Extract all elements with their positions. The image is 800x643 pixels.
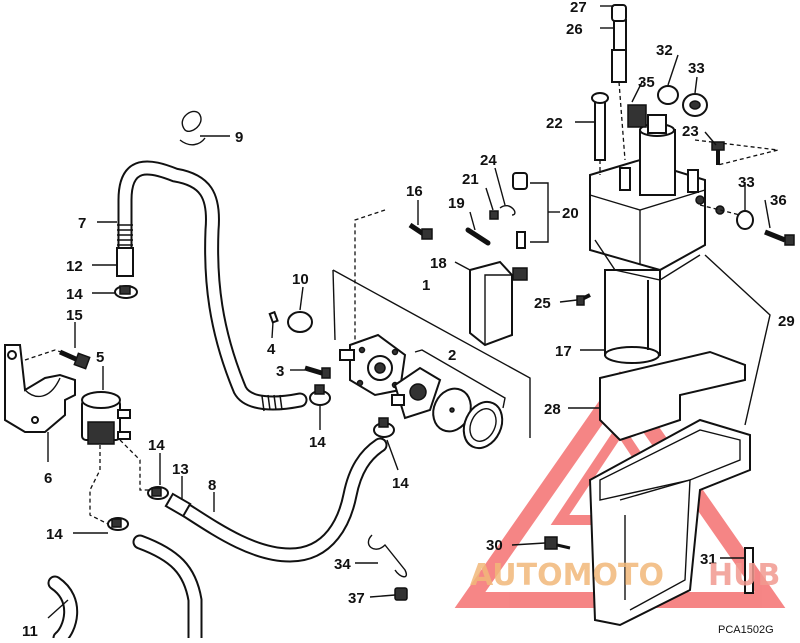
clamp-14-c bbox=[107, 517, 129, 531]
screw-37 bbox=[764, 229, 795, 246]
callout-29: 17 bbox=[555, 343, 572, 360]
callout-14d: 14 bbox=[309, 434, 326, 451]
callout-23: 21 bbox=[462, 171, 479, 188]
vro-assembly bbox=[589, 104, 779, 364]
screw-28 bbox=[544, 536, 571, 550]
callout-6: 6 bbox=[44, 470, 52, 487]
grommet-34 bbox=[682, 93, 708, 117]
screw-16 bbox=[408, 222, 433, 240]
gasket-31 bbox=[599, 350, 746, 442]
callout-34: 33 bbox=[688, 60, 705, 77]
clip-17 bbox=[367, 534, 407, 578]
pin-25 bbox=[744, 547, 754, 594]
callout-28: 30 bbox=[486, 537, 503, 554]
screw-27 bbox=[711, 141, 725, 165]
callout-8: 8 bbox=[208, 477, 216, 494]
watermark-part2: HUB bbox=[708, 558, 780, 593]
hose-8 bbox=[164, 437, 388, 563]
clamp-14-d bbox=[309, 384, 331, 406]
callout-14a: 14 bbox=[66, 286, 83, 303]
callout-2: 2 bbox=[448, 347, 456, 364]
callout-9: 9 bbox=[235, 129, 243, 146]
clamp-9 bbox=[179, 110, 206, 146]
callout-26: 22 bbox=[546, 115, 563, 132]
pin-21 bbox=[465, 227, 491, 246]
screw-3 bbox=[304, 365, 331, 379]
watermark-text: AUTOMOTO HUB bbox=[470, 558, 780, 593]
callout-1: 1 bbox=[422, 277, 430, 294]
rod-32 bbox=[611, 4, 627, 161]
callout-35: 27 bbox=[570, 0, 587, 16]
callout-14e: 14 bbox=[392, 475, 409, 492]
hose-11 bbox=[47, 534, 203, 643]
callout-10: 10 bbox=[292, 271, 309, 288]
clip-23 bbox=[489, 210, 499, 220]
pin-4 bbox=[268, 310, 279, 324]
oil-tank bbox=[588, 418, 751, 627]
callout-25: 31 bbox=[700, 551, 717, 568]
leader-lines bbox=[47, 5, 771, 619]
callout-17: 34 bbox=[334, 556, 351, 573]
callout-20: 18 bbox=[430, 255, 447, 272]
clamp-14-e bbox=[373, 417, 395, 438]
callout-11: 11 bbox=[22, 623, 38, 638]
callout-30: 25 bbox=[534, 295, 551, 312]
callout-labels: 27 26 32 33 35 22 23 33 36 9 7 12 14 15 … bbox=[22, 0, 795, 640]
plug-18 bbox=[394, 587, 408, 601]
screw-30 bbox=[576, 293, 591, 306]
callout-3: 3 bbox=[276, 363, 284, 380]
callout-33b: 33 bbox=[738, 174, 755, 191]
callout-36: 35 bbox=[638, 74, 655, 91]
fuel-pump-1 bbox=[332, 269, 531, 450]
bracket-6 bbox=[4, 344, 76, 433]
grommet-33-b bbox=[736, 210, 754, 230]
callout-16: 16 bbox=[406, 183, 423, 200]
callout-21: 19 bbox=[448, 195, 465, 212]
bolt-26 bbox=[591, 92, 609, 175]
clamp-14-a bbox=[114, 285, 138, 299]
clip-24 bbox=[499, 205, 516, 216]
callout-13: 13 bbox=[172, 461, 189, 478]
callout-14c: 14 bbox=[46, 526, 63, 543]
figure-code: PCA1502G bbox=[718, 624, 774, 636]
callout-33: 32 bbox=[656, 42, 673, 59]
callout-4: 4 bbox=[267, 341, 276, 358]
callout-31: 28 bbox=[544, 401, 561, 418]
callout-14b: 14 bbox=[148, 437, 165, 454]
callout-12: 12 bbox=[66, 258, 83, 275]
valve-22 bbox=[512, 172, 549, 249]
callout-5: 5 bbox=[96, 349, 104, 366]
callout-27: 23 bbox=[682, 123, 699, 140]
watermark-part1: AUTOMOTO bbox=[470, 558, 664, 593]
hose-7 bbox=[116, 160, 308, 412]
callout-22: 20 bbox=[562, 205, 579, 222]
callout-24: 24 bbox=[480, 152, 497, 169]
callout-19: 29 bbox=[778, 313, 795, 330]
screw-15 bbox=[58, 349, 91, 370]
grommet-33-a bbox=[657, 85, 679, 105]
filter-5 bbox=[81, 391, 131, 445]
callout-7: 7 bbox=[78, 215, 86, 232]
gasket-10 bbox=[287, 311, 313, 333]
callout-37: 36 bbox=[770, 192, 787, 209]
cover-20 bbox=[469, 260, 528, 347]
callout-18: 37 bbox=[348, 590, 365, 607]
clamp-14-b bbox=[147, 486, 169, 500]
callout-15: 15 bbox=[66, 307, 83, 324]
callout-32: 26 bbox=[566, 21, 583, 38]
